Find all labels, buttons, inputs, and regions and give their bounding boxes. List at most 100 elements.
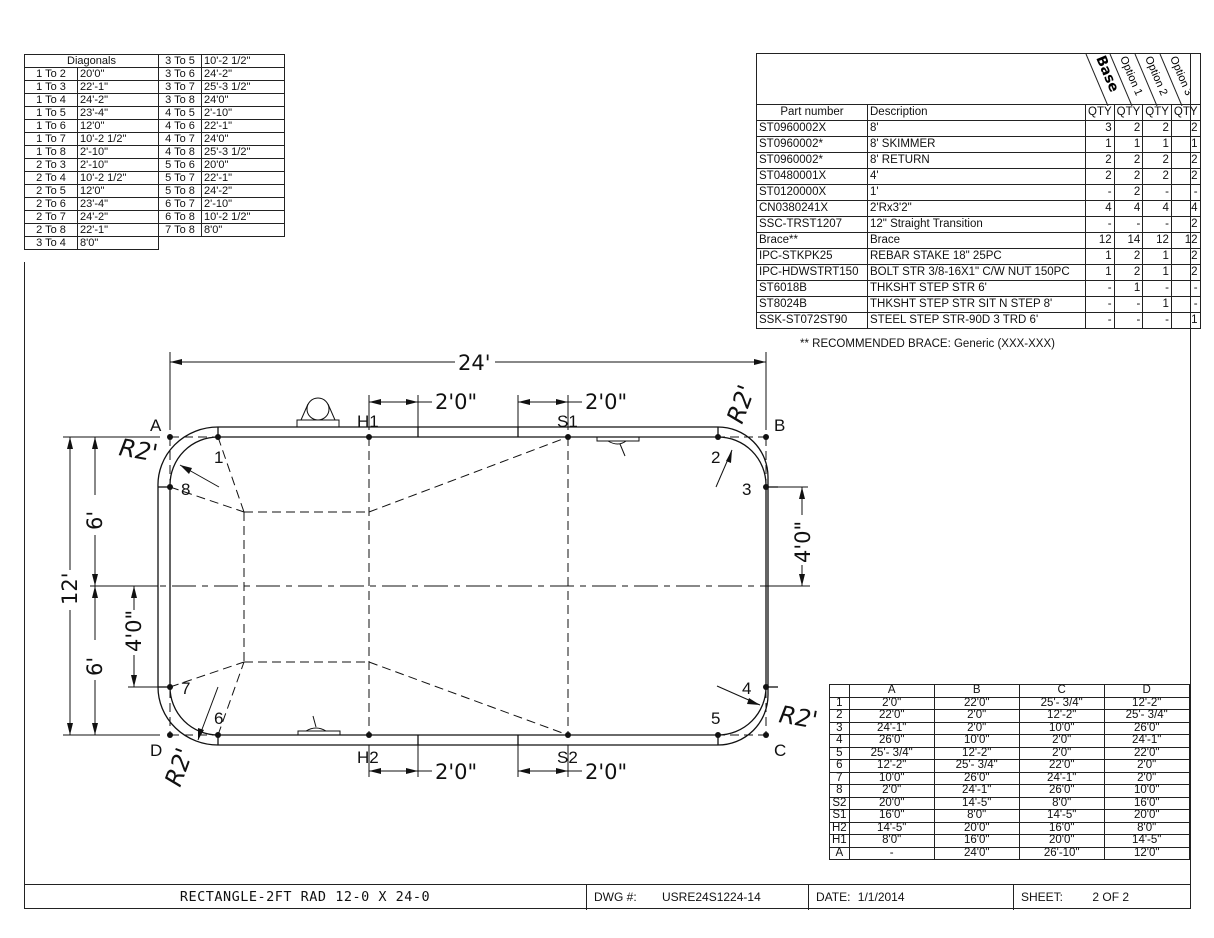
diag-value: 12'0" [77, 184, 159, 198]
diag-value: 24'-2" [201, 67, 285, 81]
point-7: 7 [181, 679, 190, 698]
parts-row: SSK-ST072ST90 STEEL STEP STR-90D 3 TRD 6… [756, 312, 1201, 329]
part-number: IPC-STKPK25 [756, 248, 868, 265]
overall-length-dim: 24' [458, 351, 491, 375]
point-3: 3 [742, 480, 751, 499]
point-s1: S1 [557, 412, 578, 431]
brace-note: ** RECOMMENDED BRACE: Generic (XXX-XXX) [800, 338, 1055, 350]
overall-width-dim: 12' [58, 573, 82, 606]
col-description: Description [867, 104, 1086, 121]
part-description: 8' SKIMMER [867, 136, 1086, 153]
parts-row: ST6018B THKSHT STEP STR 6'-1-- [756, 280, 1201, 297]
diag-value: 24'-2" [77, 93, 159, 107]
radius-label-b: R2' [721, 381, 760, 427]
coordinate-row: A-24'0"26'-10"12'0" [829, 846, 1190, 860]
point-6: 6 [214, 709, 223, 728]
diag-pair: 1 To 8 [24, 145, 78, 159]
diagonal-row: 2 To 8 22'-1"7 To 8 8'0" [24, 223, 285, 237]
point-2: 2 [711, 448, 720, 467]
parts-header-blank [756, 53, 1086, 105]
date-cell: DATE: 1/1/2014 [809, 885, 1014, 910]
title-block: RECTANGLE-2FT RAD 12-0 X 24-0 DWG #: USR… [24, 884, 1191, 910]
diag-pair: 1 To 4 [24, 93, 78, 107]
parts-row: SSC-TRST1207 12" Straight Transition---2 [756, 216, 1201, 233]
diag-pair: 6 To 8 [158, 210, 202, 224]
h2-offset-dim: 2'0" [435, 760, 477, 784]
s2-offset-dim: 2'0" [585, 760, 627, 784]
diag-pair: 5 To 8 [158, 184, 202, 198]
diag-pair: 3 To 6 [158, 67, 202, 81]
half-width-top-dim: 6' [83, 511, 107, 530]
diagonals-header: Diagonals [24, 54, 159, 68]
point-4: 4 [742, 679, 751, 698]
diagonal-row: 2 To 4 10'-2 1/2"5 To 7 22'-1" [24, 171, 285, 185]
diag-pair: 3 To 8 [158, 93, 202, 107]
diagonal-row: 2 To 5 12'0"5 To 8 24'-2" [24, 184, 285, 198]
part-qty: - [1170, 280, 1201, 297]
diagonal-row: 1 To 2 20'0"3 To 6 24'-2" [24, 67, 285, 81]
radius-label-a: R2' [117, 433, 160, 467]
s1-offset-dim: 2'0" [585, 390, 627, 414]
part-number: SSK-ST072ST90 [756, 312, 868, 329]
part-description: 12" Straight Transition [867, 216, 1086, 233]
option-labels: Base Option 1 Option 2 Option 3 [1085, 54, 1190, 106]
part-number: CN0380241X [756, 200, 868, 217]
skimmer-fixture [296, 419, 340, 428]
part-number: ST0960002* [756, 136, 868, 153]
parts-row: IPC-HDWSTRT150 BOLT STR 3/8-16X1" C/W NU… [756, 264, 1201, 281]
corner-b: B [774, 416, 785, 435]
diag-pair: 1 To 3 [24, 80, 78, 94]
diag-pair: 6 To 7 [158, 197, 202, 211]
return-fixture-bottom [297, 730, 341, 736]
dwg-label: DWG #: [594, 890, 637, 904]
part-number: ST0120000X [756, 184, 868, 201]
part-description: STEEL STEP STR-90D 3 TRD 6' [867, 312, 1086, 329]
date-value: 1/1/2014 [857, 890, 905, 904]
point-1: 1 [214, 448, 223, 467]
radius-label-c: R2' [777, 700, 820, 734]
diagonal-row: 2 To 3 2'-10"5 To 6 20'0" [24, 158, 285, 172]
diag-value: 8'0" [201, 223, 285, 237]
diag-value: 8'0" [77, 236, 159, 250]
diag-value: 24'0" [201, 93, 285, 107]
corner-a: A [150, 416, 162, 435]
drawing-title: RECTANGLE-2FT RAD 12-0 X 24-0 [24, 885, 587, 910]
sheet-value: 2 OF 2 [1092, 890, 1130, 904]
options-header: Base Option 1 Option 2 Option 3 [1085, 53, 1201, 106]
diagonal-row: 1 To 3 22'-1"3 To 7 25'-3 1/2" [24, 80, 285, 94]
return-fixture [596, 436, 640, 442]
corner-c: C [774, 741, 786, 760]
part-qty: 2 [1170, 168, 1201, 185]
drawing-frame [24, 53, 1191, 909]
sheet-label: SHEET: [1021, 890, 1064, 904]
diag-pair: 4 To 5 [158, 106, 202, 120]
part-qty: - [1142, 312, 1172, 329]
left-offset-dim: 4'0" [122, 610, 146, 652]
diagonal-row: 3 To 4 8'0" [24, 236, 285, 250]
diag-pair: 2 To 7 [24, 210, 78, 224]
point-h1: H1 [357, 412, 379, 431]
parts-table: Base Option 1 Option 2 Option 3 Part num… [756, 53, 1201, 329]
date-label: DATE: [816, 890, 851, 904]
right-offset-dim: 4'0" [791, 521, 815, 563]
col-qty: QTY [1170, 104, 1201, 121]
diag-value: 24'-2" [201, 184, 285, 198]
coordinate-value: 26'-10" [1018, 846, 1105, 860]
part-description: REBAR STAKE 18" 25PC [867, 248, 1086, 265]
radius-label-d: R2' [159, 744, 198, 790]
h1-offset-dim: 2'0" [435, 390, 477, 414]
parts-row: ST0120000X 1'-2-- [756, 184, 1201, 201]
diag-value: 2'-10" [201, 197, 285, 211]
diagonal-row: 1 To 4 24'-2"3 To 8 24'0" [24, 93, 285, 107]
diag-pair: 3 To 4 [24, 236, 78, 250]
